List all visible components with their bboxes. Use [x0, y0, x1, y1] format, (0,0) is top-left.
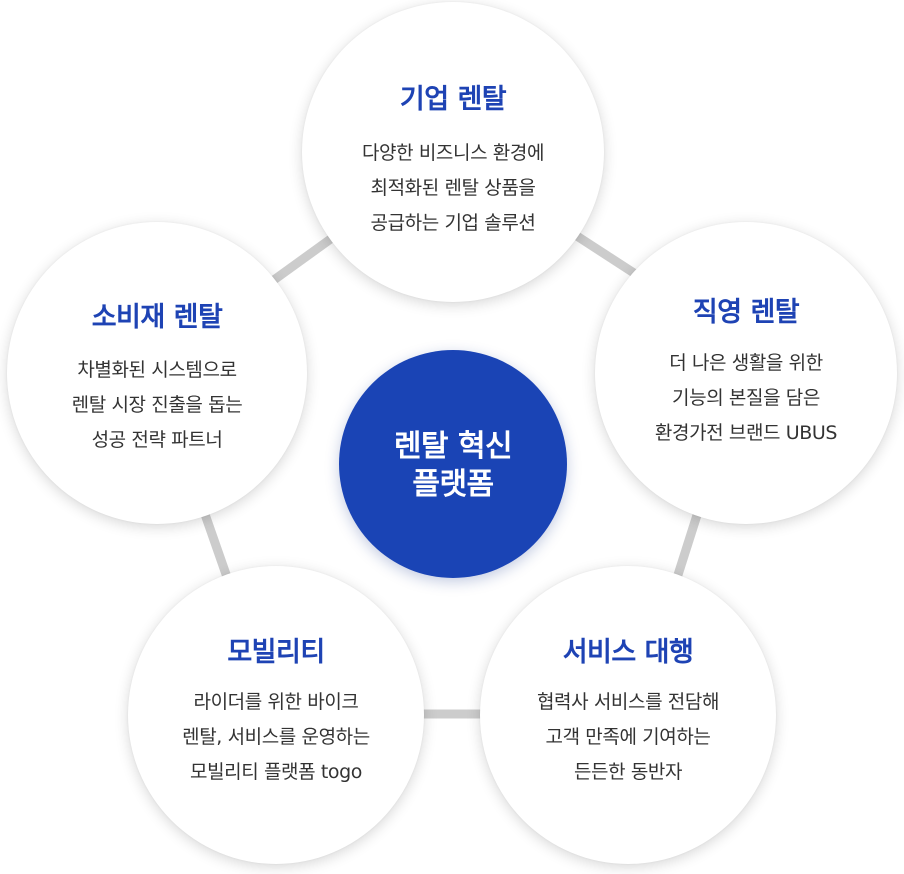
node-description: 라이더를 위한 바이크 렌탈, 서비스를 운영하는 모빌리티 플랫폼 togo [128, 685, 424, 790]
description-line: 환경가전 브랜드 UBUS [654, 422, 838, 444]
description-line: 모빌리티 플랫폼 togo [190, 761, 362, 783]
description-line: 고객 만족에 기여하는 [545, 726, 711, 748]
node-title: 서비스 대행 [562, 637, 694, 668]
node-direct-rental: 직영 렌탈 더 나은 생활을 위한 기능의 본질을 담은 환경가전 브랜드 UB… [595, 222, 897, 524]
center-title: 렌탈 혁신 플랫폼 [339, 428, 567, 504]
description-line: 든든한 동반자 [573, 761, 683, 783]
description-line: 성공 전략 파트너 [91, 429, 223, 451]
center-title-line: 플랫폼 [412, 467, 494, 502]
node-title: 직영 렌탈 [692, 297, 800, 328]
center-title-line: 렌탈 혁신 [393, 429, 513, 464]
node-consumer-rental: 소비재 렌탈 차별화된 시스템으로 렌탈 시장 진출을 돕는 성공 전략 파트너 [7, 222, 307, 524]
node-description: 더 나은 생활을 위한 기능의 본질을 담은 환경가전 브랜드 UBUS [595, 346, 897, 451]
description-line: 렌탈, 서비스를 운영하는 [182, 726, 370, 748]
node-corporate-rental: 기업 렌탈 다양한 비즈니스 환경에 최적화된 렌탈 상품을 공급하는 기업 솔… [302, 2, 604, 302]
node-description: 협력사 서비스를 전담해 고객 만족에 기여하는 든든한 동반자 [480, 685, 776, 790]
description-line: 최적화된 렌탈 상품을 [370, 177, 536, 199]
node-title: 기업 렌탈 [399, 84, 507, 115]
node-mobility: 모빌리티 라이더를 위한 바이크 렌탈, 서비스를 운영하는 모빌리티 플랫폼 … [128, 566, 424, 864]
node-service-agency: 서비스 대행 협력사 서비스를 전담해 고객 만족에 기여하는 든든한 동반자 [480, 566, 776, 864]
description-line: 더 나은 생활을 위한 [669, 352, 823, 374]
node-description: 다양한 비즈니스 환경에 최적화된 렌탈 상품을 공급하는 기업 솔루션 [302, 136, 604, 241]
description-line: 차별화된 시스템으로 [77, 359, 237, 381]
node-title: 소비재 렌탈 [91, 302, 223, 333]
description-line: 다양한 비즈니스 환경에 [361, 142, 545, 164]
description-line: 공급하는 기업 솔루션 [370, 212, 536, 234]
node-description: 차별화된 시스템으로 렌탈 시장 진출을 돕는 성공 전략 파트너 [7, 353, 307, 458]
description-line: 라이더를 위한 바이크 [193, 691, 359, 713]
center-platform: 렌탈 혁신 플랫폼 [339, 350, 567, 578]
node-title: 모빌리티 [227, 637, 325, 668]
description-line: 협력사 서비스를 전담해 [536, 691, 720, 713]
description-line: 렌탈 시장 진출을 돕는 [71, 394, 243, 416]
description-line: 기능의 본질을 담은 [672, 387, 820, 409]
